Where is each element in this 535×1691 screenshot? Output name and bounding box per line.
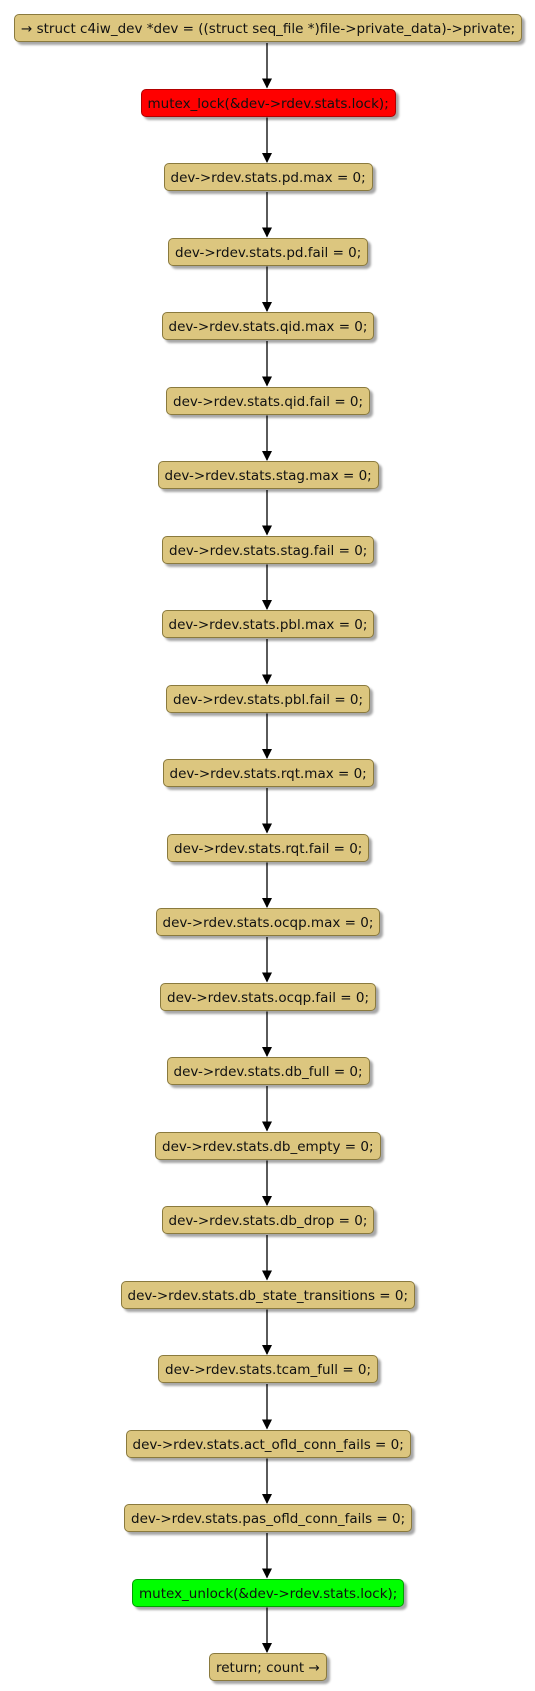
node-pas-ofld-conn-fails: dev->rdev.stats.pas_ofld_conn_fails = 0;: [124, 1504, 413, 1532]
node-start: → struct c4iw_dev *dev = ((struct seq_fi…: [14, 14, 523, 42]
node-ocqp-max: dev->rdev.stats.ocqp.max = 0;: [155, 908, 381, 936]
node-pbl-fail: dev->rdev.stats.pbl.fail = 0;: [166, 684, 371, 713]
node-act-ofld-conn-fails: dev->rdev.stats.act_ofld_conn_fails = 0;: [125, 1429, 411, 1458]
node-tcam-full: dev->rdev.stats.tcam_full = 0;: [158, 1355, 379, 1383]
node-pd-fail: dev->rdev.stats.pd.fail = 0;: [168, 237, 369, 266]
node-db-drop: dev->rdev.stats.db_drop = 0;: [161, 1206, 375, 1234]
node-qid-fail: dev->rdev.stats.qid.fail = 0;: [166, 386, 371, 415]
node-db-state-transitions: dev->rdev.stats.db_state_transitions = 0…: [120, 1280, 416, 1309]
node-return: return; count →: [209, 1653, 327, 1681]
node-pd-max: dev->rdev.stats.pd.max = 0;: [163, 163, 373, 191]
node-rqt-fail: dev->rdev.stats.rqt.fail = 0;: [167, 833, 370, 862]
node-stag-max: dev->rdev.stats.stag.max = 0;: [157, 461, 379, 489]
node-pbl-max: dev->rdev.stats.pbl.max = 0;: [161, 610, 375, 638]
node-ocqp-fail: dev->rdev.stats.ocqp.fail = 0;: [160, 982, 376, 1011]
node-db-full: dev->rdev.stats.db_full = 0;: [166, 1057, 370, 1085]
node-mutex-lock: mutex_lock(&dev->rdev.stats.lock);: [140, 88, 396, 117]
node-stag-fail: dev->rdev.stats.stag.fail = 0;: [162, 535, 375, 564]
node-db-empty: dev->rdev.stats.db_empty = 0;: [155, 1131, 381, 1160]
node-rqt-max: dev->rdev.stats.rqt.max = 0;: [162, 759, 374, 787]
node-qid-max: dev->rdev.stats.qid.max = 0;: [161, 312, 375, 340]
node-mutex-unlock: mutex_unlock(&dev->rdev.stats.lock);: [132, 1578, 405, 1607]
